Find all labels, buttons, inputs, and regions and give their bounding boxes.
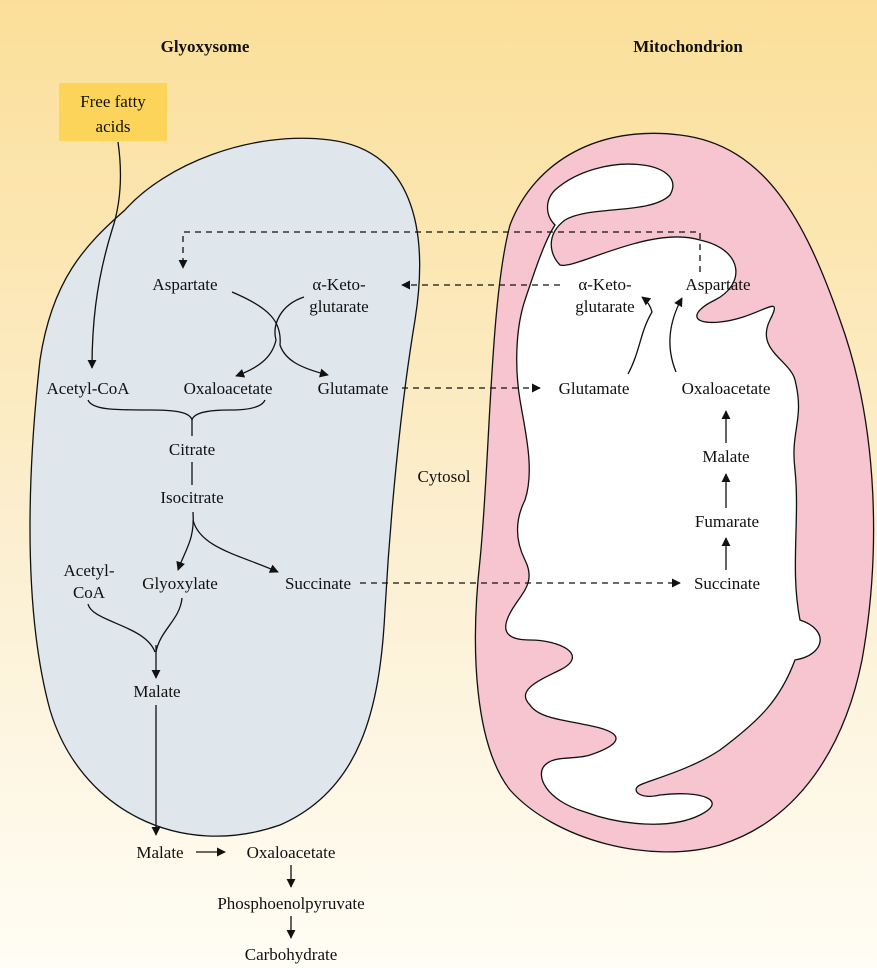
mito-fumarate: Fumarate (695, 512, 759, 531)
glyoxysome-header: Glyoxysome (161, 37, 250, 56)
glyox-ketoglutarate-2: glutarate (309, 297, 368, 316)
cyto-phosphoenolpyruvate: Phosphoenolpyruvate (217, 894, 364, 913)
glyox-malate: Malate (133, 682, 180, 701)
glyox-oxaloacetate: Oxaloacetate (184, 379, 273, 398)
glyox-acetyl-coa: Acetyl-CoA (46, 379, 130, 398)
glyox-acetyl-coa-2-line1: Acetyl- (64, 561, 115, 580)
glyox-glutamate: Glutamate (318, 379, 389, 398)
glyoxysome-compartment (30, 138, 420, 836)
mito-aspartate: Aspartate (685, 275, 750, 294)
glyox-ketoglutarate-1: α-Keto- (312, 275, 366, 294)
free-fatty-acids-label-1: Free fatty (80, 92, 146, 111)
glyox-aspartate: Aspartate (152, 275, 217, 294)
mito-oxaloacetate: Oxaloacetate (682, 379, 771, 398)
mito-malate: Malate (702, 447, 749, 466)
mito-ketoglutarate-2: glutarate (575, 297, 634, 316)
free-fatty-acids-label-2: acids (96, 117, 131, 136)
glyox-isocitrate: Isocitrate (160, 488, 223, 507)
glyox-succinate: Succinate (285, 574, 351, 593)
cyto-malate: Malate (136, 843, 183, 862)
mito-glutamate: Glutamate (559, 379, 630, 398)
mitochondrion-header: Mitochondrion (633, 37, 743, 56)
glyox-glyoxylate: Glyoxylate (142, 574, 218, 593)
cyto-carbohydrate: Carbohydrate (245, 945, 338, 964)
mito-succinate: Succinate (694, 574, 760, 593)
glyox-acetyl-coa-2-line2: CoA (73, 583, 106, 602)
cytosol-label: Cytosol (418, 467, 471, 486)
mito-ketoglutarate-1: α-Keto- (578, 275, 632, 294)
glyox-citrate: Citrate (169, 440, 215, 459)
cyto-oxaloacetate: Oxaloacetate (247, 843, 336, 862)
